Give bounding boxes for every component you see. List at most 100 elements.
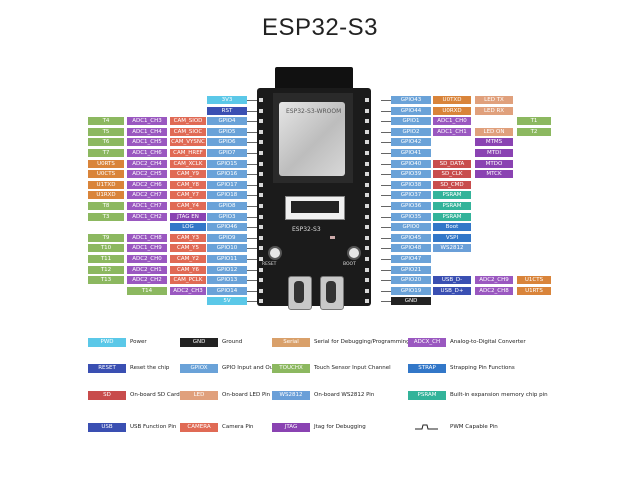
pin-connector-right — [381, 132, 391, 133]
pin-function-tag: ADC2_CH6 — [127, 181, 167, 189]
pin-function-tag: CAM_Y6 — [170, 266, 206, 274]
pin-function-tag: ADC1_CH5 — [127, 138, 167, 146]
pin-function-tag: LOG — [170, 223, 206, 231]
pin-label-left: GPIO4 — [207, 117, 247, 125]
pin-label-right: GPIO21 — [391, 266, 431, 274]
pin-connector-left — [247, 270, 257, 271]
legend-swatch: RESET — [88, 364, 126, 373]
pin-function-tag: CAM_Y4 — [170, 202, 206, 210]
pin-label-left: GPIO46 — [207, 223, 247, 231]
board-pin-right — [365, 204, 369, 208]
board-pin-left — [259, 151, 263, 155]
board-pin-right — [365, 268, 369, 272]
pin-label-left: RST — [207, 107, 247, 115]
pin-label-left: GPIO3 — [207, 213, 247, 221]
legend-description: Analog-to-Digital Converter — [450, 339, 526, 345]
pwm-wave-icon — [415, 424, 438, 430]
pin-label-left: GPIO6 — [207, 138, 247, 146]
pin-function-tag: T5 — [88, 128, 124, 136]
legend-description: Power — [130, 339, 147, 345]
pin-connector-right — [381, 291, 391, 292]
pin-label-right: GPIO45 — [391, 234, 431, 242]
pin-connector-left — [247, 301, 257, 302]
pin-function-tag: U0RXD — [433, 107, 471, 115]
legend-description: On-board WS2812 Pin — [314, 392, 375, 398]
reset-button[interactable] — [268, 246, 282, 260]
pin-function-tag — [433, 138, 471, 146]
legend-description: Jtag for Debugging — [314, 424, 366, 430]
pin-function-tag: Boot — [433, 223, 471, 231]
pin-function-tag: U1TXD — [88, 181, 124, 189]
pin-connector-left — [247, 132, 257, 133]
pin-label-right: GND — [391, 297, 431, 305]
legend-description: Camera Pin — [222, 424, 254, 430]
pin-label-left: GPIO14 — [207, 287, 247, 295]
pin-function-tag: CAM_Y2 — [170, 255, 206, 263]
pin-connector-right — [381, 195, 391, 196]
pin-connector-left — [247, 121, 257, 122]
legend-description: Strapping Pin Functions — [450, 365, 515, 371]
board-silkscreen-label: ESP32-S3 — [292, 226, 321, 233]
pin-label-left: GPIO9 — [207, 234, 247, 242]
pin-function-tag: U1RXD — [88, 191, 124, 199]
legend-description: GPIO Input and Output — [222, 365, 285, 371]
board-pin-right — [365, 193, 369, 197]
pin-connector-left — [247, 111, 257, 112]
board-pin-left — [259, 172, 263, 176]
legend-swatch: PWD — [88, 338, 126, 347]
pin-connector-right — [381, 206, 391, 207]
pin-function-tag: CAM_XCLK — [170, 160, 206, 168]
pin-label-right: GPIO20 — [391, 276, 431, 284]
pin-function-tag: PSRAM — [433, 202, 471, 210]
legend-swatch: STRAP — [408, 364, 446, 373]
legend-description: PWM Capable Pin — [450, 424, 498, 430]
pin-function-tag: ADC2_CH3 — [170, 287, 206, 295]
board-pin-left — [259, 246, 263, 250]
legend-description: Built-in expansion memory chip pin — [450, 392, 548, 398]
pin-function-tag: U1RTS — [517, 287, 551, 295]
pin-connector-left — [247, 248, 257, 249]
pin-connector-left — [247, 185, 257, 186]
pin-label-right: GPIO42 — [391, 138, 431, 146]
pin-connector-left — [247, 280, 257, 281]
board-pin-right — [365, 151, 369, 155]
pin-function-tag: T11 — [88, 255, 124, 263]
pin-label-right: GPIO35 — [391, 213, 431, 221]
boot-button-label: BOOT — [343, 262, 356, 267]
board-pin-right — [365, 172, 369, 176]
pin-function-tag: ADC2_CH8 — [475, 287, 513, 295]
legend-description: Touch Sensor Input Channel — [314, 365, 391, 371]
pin-connector-right — [381, 270, 391, 271]
pin-function-tag: T1 — [517, 117, 551, 125]
board-pin-left — [259, 119, 263, 123]
board-pin-left — [259, 299, 263, 303]
board-pin-right — [365, 257, 369, 261]
camera-connector-slot — [291, 201, 339, 213]
legend-description: Reset the chip — [130, 365, 170, 371]
pin-connector-right — [381, 100, 391, 101]
pin-connector-left — [247, 153, 257, 154]
pin-label-right: GPIO43 — [391, 96, 431, 104]
legend-swatch: LED — [180, 391, 218, 400]
pin-function-tag — [433, 149, 471, 157]
pin-label-right: GPIO19 — [391, 287, 431, 295]
pin-connector-right — [381, 121, 391, 122]
boot-button[interactable] — [347, 246, 361, 260]
pin-connector-left — [247, 195, 257, 196]
pin-function-tag: T2 — [517, 128, 551, 136]
board-pin-left — [259, 236, 263, 240]
pin-label-right: GPIO47 — [391, 255, 431, 263]
pin-function-tag: SD_CLK — [433, 170, 471, 178]
pin-function-tag: ADC1_CH4 — [127, 128, 167, 136]
board-pin-left — [259, 98, 263, 102]
pin-function-tag: JTAG EN — [170, 213, 206, 221]
pin-label-left: GPIO18 — [207, 191, 247, 199]
pin-label-right: GPIO2 — [391, 128, 431, 136]
legend-description: USB Function Pin — [130, 424, 177, 430]
usb-c-port-right-opening — [326, 281, 336, 303]
pin-function-tag: ADC1_CH8 — [127, 234, 167, 242]
pin-function-tag: T7 — [88, 149, 124, 157]
pin-connector-left — [247, 164, 257, 165]
pin-function-tag: USB_D- — [433, 276, 471, 284]
pin-function-tag: ADC1_CH7 — [127, 202, 167, 210]
